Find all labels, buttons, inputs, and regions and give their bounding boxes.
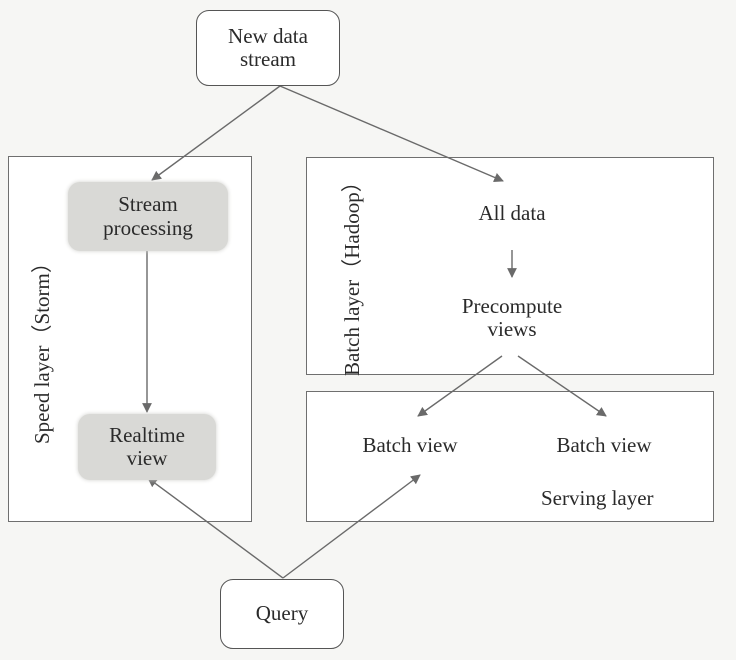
realtime-view-node: Realtime view	[78, 414, 216, 480]
arrow-precompute-to-batch-view-left	[417, 355, 503, 417]
all-data-node: All data	[478, 201, 546, 226]
new-data-stream-node: New data stream	[196, 10, 340, 86]
batch-view-left-node: Batch view	[362, 433, 458, 458]
arrow-stream-to-stream-processing	[151, 85, 281, 181]
arrow-precompute-to-batch-view-right	[517, 355, 607, 417]
batch-layer-label: Batch layer（Hadoop）	[340, 171, 364, 376]
precompute-views-node: Precompute views	[461, 293, 563, 341]
speed-layer-label: Speed layer（Storm）	[30, 252, 54, 444]
arrow-stream-to-all-data	[279, 85, 504, 183]
arrow-query-to-batch-view	[282, 474, 421, 579]
arrow-query-to-realtime-view	[147, 477, 284, 579]
stream-processing-node: Stream processing	[68, 182, 228, 251]
batch-layer-panel	[306, 157, 714, 375]
batch-view-right-node: Batch view	[556, 433, 652, 458]
query-node: Query	[220, 579, 344, 649]
serving-layer-panel	[306, 391, 714, 522]
serving-layer-label: Serving layer	[541, 486, 654, 510]
